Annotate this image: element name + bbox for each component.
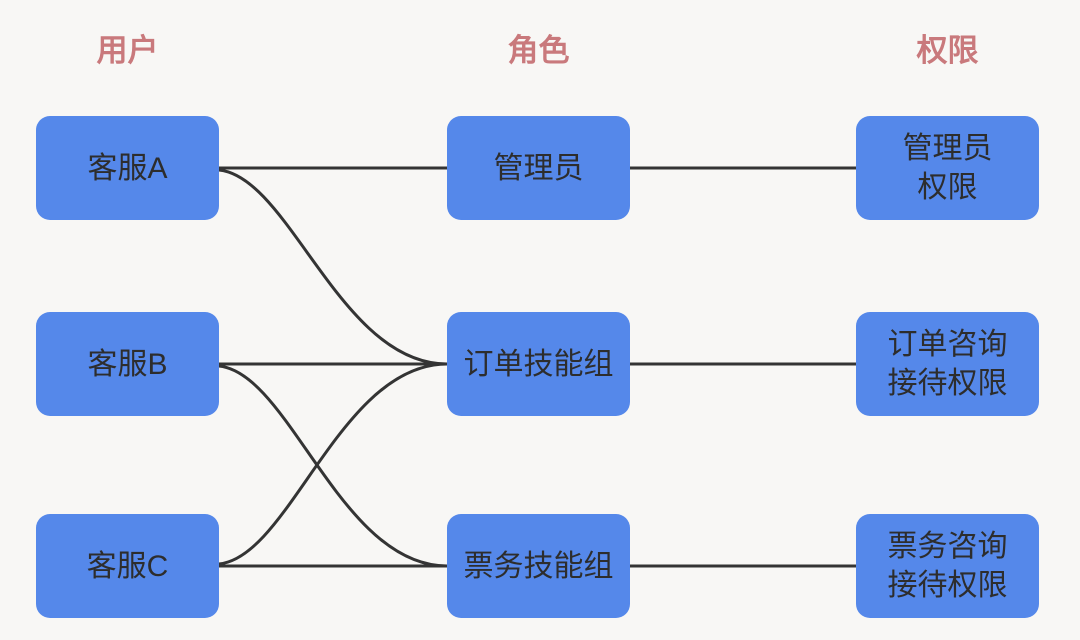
node-perm-admin: 管理员 权限 bbox=[856, 116, 1039, 220]
node-role-ticket-group: 票务技能组 bbox=[447, 514, 630, 618]
node-perm-ticket: 票务咨询 接待权限 bbox=[856, 514, 1039, 618]
edge-user-a-order-group bbox=[217, 168, 449, 366]
edge-user-c-order-group bbox=[217, 362, 449, 566]
column-header-users: 用户 bbox=[96, 33, 159, 68]
column-header-permissions: 权限 bbox=[916, 33, 979, 68]
node-role-order-group: 订单技能组 bbox=[447, 312, 630, 416]
node-user-c: 客服C bbox=[36, 514, 219, 618]
edge-user-b-ticket-group bbox=[217, 364, 449, 568]
node-role-admin: 管理员 bbox=[447, 116, 630, 220]
node-user-b: 客服B bbox=[36, 312, 219, 416]
node-perm-order: 订单咨询 接待权限 bbox=[856, 312, 1039, 416]
node-user-a: 客服A bbox=[36, 116, 219, 220]
column-header-roles: 角色 bbox=[507, 33, 570, 68]
